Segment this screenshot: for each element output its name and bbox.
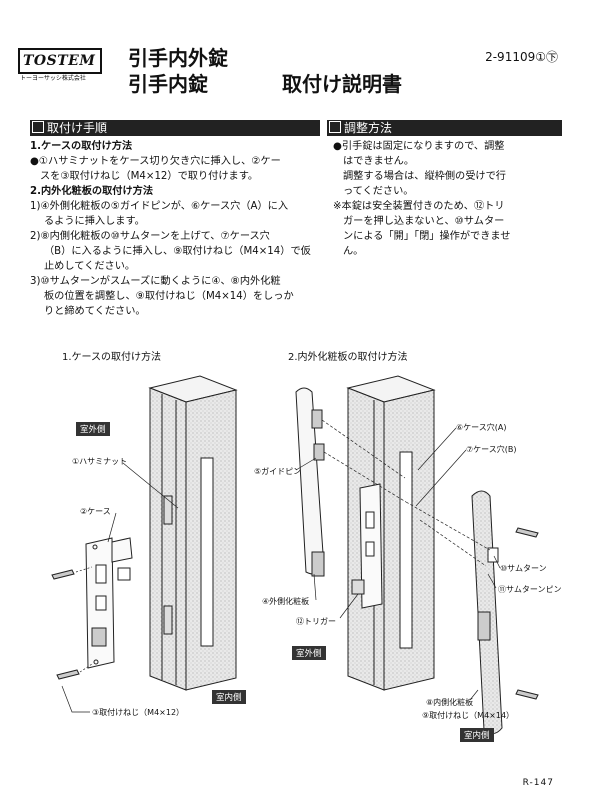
adjust-line: ●引手錠は固定になりますので、調整 xyxy=(333,141,505,152)
label-case: ②ケース xyxy=(80,507,111,516)
label-outer-plate: ④外側化粧板 xyxy=(262,597,310,606)
document-number: 2-91109①㊦ xyxy=(485,50,558,64)
inner-plate-2 xyxy=(471,490,503,734)
instruction-line: スを③取付けねじ（M4×12）で取り付けます。 xyxy=(40,171,259,182)
screws-2 xyxy=(515,527,539,700)
adjust-note-line: ンによる「開」「閉」操作ができませ xyxy=(343,231,511,242)
lock-case-1 xyxy=(85,537,133,669)
label-case-hole-b: ⑦ケース穴(B) xyxy=(466,445,517,454)
leader-lines-1 xyxy=(61,462,179,713)
step-heading-plates: 2.内外化粧板の取付け方法 xyxy=(30,186,154,197)
page-number: R-147 xyxy=(522,778,554,788)
adjust-note-line: ん。 xyxy=(343,246,364,257)
step-heading-case: 1.ケースの取付け方法 xyxy=(30,141,133,152)
label-trigger: ⑫トリガー xyxy=(296,617,336,626)
adjust-line: 調整する場合は、縦枠側の受けで行 xyxy=(343,171,506,182)
instruction-line: 1)④外側化粧板の⑤ガイドピンが、⑥ケース穴（A）に入 xyxy=(30,201,289,212)
square-icon xyxy=(32,121,44,133)
label-thumbturn: ⑩サムターン xyxy=(500,564,547,573)
title-line-2: 引手内錠 xyxy=(128,72,208,96)
adjust-note-line: ガーを押し込まないと、⑩サムター xyxy=(343,216,505,227)
adjust-instructions: ●引手錠は固定になりますので、調整 はできません。 調整する場合は、縦枠側の受け… xyxy=(333,139,510,259)
install-instructions: 1.ケースの取付け方法 ●①ハサミナットをケース切り欠き穴に挿入し、②ケー スを… xyxy=(30,139,311,319)
instruction-line: 止めしてください。 xyxy=(44,261,136,272)
label-screw-m4x12: ③取付けねじ（M4×12） xyxy=(92,708,185,717)
tostem-logo: TOSTEM トーヨーサッシ株式会社 xyxy=(18,48,102,82)
figure2-outside-tag: 室外側 xyxy=(292,646,326,660)
label-nut: ①ハサミナット xyxy=(72,457,128,466)
adjust-line: はできません。 xyxy=(343,156,415,167)
instruction-line: （B）に入るように挿入し、⑨取付けねじ（M4×14）で仮 xyxy=(44,246,311,257)
screws-1 xyxy=(51,569,80,680)
title-line-1: 引手内外錠 xyxy=(128,46,228,70)
instruction-line: 3)⑩サムターンがスムーズに動くように④、⑧内外化粧 xyxy=(30,276,281,287)
figure1-inside-tag: 室内側 xyxy=(212,690,246,704)
instruction-line: ●①ハサミナットをケース切り欠き穴に挿入し、②ケー xyxy=(30,156,281,167)
label-guide-pin: ⑤ガイドピン xyxy=(254,467,302,476)
label-case-hole-a: ⑥ケース穴(A) xyxy=(456,423,507,432)
label-screw-m4x14: ⑨取付けねじ（M4×14） xyxy=(422,711,515,720)
figure2-inside-tag: 室内側 xyxy=(460,728,494,742)
logo-wordmark: TOSTEM xyxy=(23,53,96,69)
instruction-line: るように挿入します。 xyxy=(44,216,145,227)
instruction-line: りと締めてください。 xyxy=(44,306,146,317)
door-frame-1 xyxy=(148,375,238,691)
adjust-line: ってください。 xyxy=(343,186,414,197)
label-inner-plate: ⑧内側化粧板 xyxy=(426,698,474,707)
figure1-outside-tag: 室外側 xyxy=(76,422,110,436)
instruction-line: 板の位置を調整し、⑨取付けねじ（M4×14）をしっか xyxy=(44,291,294,302)
instruction-line: 2)⑧内側化粧板の⑩サムターンを上げて、⑦ケース穴 xyxy=(30,231,270,242)
section-heading-adjust: 調整方法 xyxy=(327,120,562,136)
leader-lines-2 xyxy=(295,419,501,701)
adjust-note-line: ※本錠は安全装置付きのため、⑫トリ xyxy=(333,201,505,212)
door-frame-2 xyxy=(346,375,436,691)
outer-plate-2 xyxy=(295,387,325,577)
figure2-caption: 2.内外化粧板の取付け方法 xyxy=(288,352,408,363)
section-heading-install: 取付け手順 xyxy=(30,120,320,136)
title-manual: 取付け説明書 xyxy=(282,72,402,96)
label-thumbturn-pin: ⑪サムターンピン xyxy=(498,585,562,594)
square-icon xyxy=(329,121,341,133)
figure1-caption: 1.ケースの取付け方法 xyxy=(62,352,162,363)
logo-company-name: トーヨーサッシ株式会社 xyxy=(20,75,86,82)
